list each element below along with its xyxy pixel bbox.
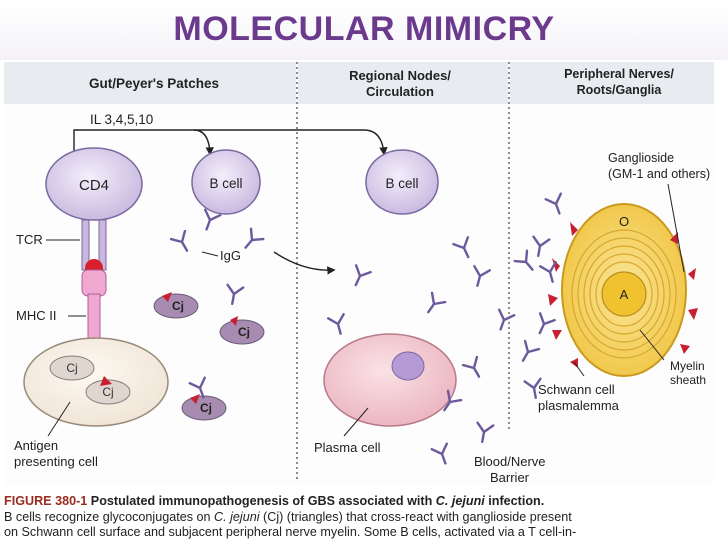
axon-label: A [620,287,629,302]
nodes-panel-title-line1: Regional Nodes/ [349,68,451,83]
gut-panel-title: Gut/Peyer's Patches [89,76,219,91]
igg-antibody [244,227,265,249]
igg-antibody [169,229,189,252]
tcr-label: TCR [16,232,43,247]
plasma-cell [323,333,457,427]
igg-antibody [226,283,245,306]
barrier-label-line2: Barrier [490,470,530,485]
apc-triangle [100,376,112,386]
igg-antibody [476,421,495,444]
gut-cj-1-label: Cj [172,299,184,313]
igg-antibody [544,192,562,215]
gut-cj-3-triangle [190,394,200,404]
schwann-nucleus-label: O [619,214,629,229]
igg-antibody [427,291,447,314]
igg-antibody [204,208,222,231]
gut-cj-1-triangle [162,292,172,302]
plasma-cell-label: Plasma cell [314,440,381,455]
nodes-header-band [298,62,508,104]
plasmalemma-label-line2: plasmalemma [538,398,620,413]
igg-pointer [201,251,219,257]
caption-line-3: on Schwann cell surface and subjacent pe… [4,525,577,539]
igg-antibody [513,249,534,271]
figure-title: Postulated immunopathogenesis of GBS ass… [90,494,433,508]
caption-line-2-a: B cells recognize glycoconjugates on [4,509,211,524]
gut-cj-2-triangle [230,316,238,326]
mhc-label: MHC II [16,308,56,323]
igg-antibody [354,264,372,287]
nerves-header-band [510,62,714,104]
gut-b-cell-label: B cell [209,176,242,191]
igg-antibody [539,261,557,283]
myelin-pointer [639,329,665,361]
igg-migration-arrow [273,251,336,275]
ganglioside-pointer [667,183,685,273]
apc-cj-1 [49,355,95,381]
figure-caption: FIGURE 380-1 Postulated immunopathogenes… [4,494,726,541]
plasmalemma-label-line1: Schwann cell [538,382,615,397]
apc-label-line1: Antigen [14,438,58,453]
gut-cj-2 [219,319,265,345]
igg-antibody [538,312,556,335]
mhc-ii-molecule [81,269,107,297]
igg-antibodies [169,192,562,465]
gut-cj-3-label: Cj [200,401,212,415]
barrier-label-line1: Blood/Nerve [474,454,546,469]
figure-label: FIGURE 380-1 [4,494,88,508]
apc-cj-2-label: Cj [102,385,113,399]
igg-label: IgG [220,248,241,263]
cd4-t-cell [45,147,143,221]
mimicry-diagram: Gut/Peyer's Patches Regional Nodes/ Circ… [4,62,714,486]
igg-antibody [188,376,206,399]
apc-pointer [47,401,71,437]
caption-line-2: B cells recognize glycoconjugates on C. … [4,510,726,526]
gut-header-band [4,62,296,104]
gut-cj-2-label: Cj [238,325,250,339]
interleukins-label: IL 3,4,5,10 [90,112,153,127]
slide-title: MOLECULAR MIMICRY [173,10,555,48]
cd4-label: CD4 [79,177,109,194]
gut-cj-1 [153,293,199,319]
igg-antibody [327,313,345,335]
myelin-label-line2: sheath [670,373,706,387]
caption-line-2-b: (Cj) (triangles) that cross-react with g… [263,509,572,524]
nodes-panel-title-line2: Circulation [366,84,434,99]
title-band [0,0,728,60]
node-b-cell [365,149,439,215]
ganglioside-label-line2: (GM-1 and others) [608,167,710,181]
igg-antibody [461,355,481,378]
igg-antibody [523,377,542,400]
igg-antibody [443,389,463,412]
mhc-ii-stalk [87,293,101,341]
axon [601,271,647,317]
plasma-cell-pointer [343,407,369,437]
ganglioside-label-line1: Ganglioside [608,151,674,165]
igg-antibody [473,265,491,287]
figure-organism: C. jejuni [435,494,485,508]
plasmalemma-pointer [573,361,585,377]
plasma-cell-nucleus [391,351,425,381]
igg-antibody [532,235,551,258]
gut-b-cell [191,149,261,215]
caption-line-2-organism: C. jejuni [214,509,260,524]
figure-title-end: infection. [488,494,545,508]
apc-cj-1-label: Cj [66,361,77,375]
igg-antibody [521,339,541,362]
myelin-label-line1: Myelin [670,359,705,373]
caption-line-1: FIGURE 380-1 Postulated immunopathogenes… [4,494,726,510]
igg-antibody [430,442,448,465]
igg-antibody [498,308,516,331]
apc-label-line2: presenting cell [14,454,98,469]
nerves-panel-title-line1: Peripheral Nerves/ [564,67,674,81]
il-arrow-to-node-bcell [194,129,388,156]
nerves-panel-title-line2: Roots/Ganglia [577,83,663,97]
myelin-rings [571,229,677,359]
igg-antibody [452,236,470,259]
node-b-cell-label: B cell [385,176,418,191]
